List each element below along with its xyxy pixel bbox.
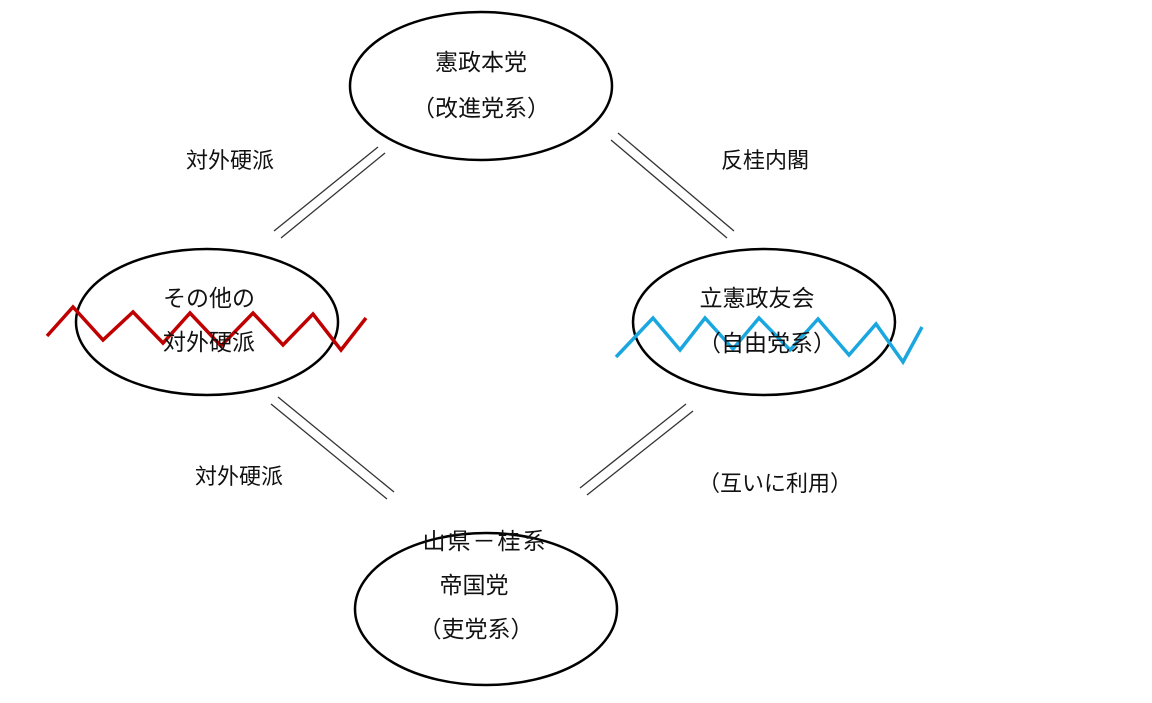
node-sonota-sublabel: 対外硬派 <box>163 330 255 356</box>
zigzag-red-strike <box>45 304 368 353</box>
edge-label-top-left: 対外硬派 <box>185 149 274 174</box>
node-kenseihonto-sublabel: （改進党系） <box>412 96 550 122</box>
zigzag-blue-strike <box>614 315 924 366</box>
node-seiyukai-label: 立憲政友会 <box>699 286 815 312</box>
node-yamagata-label: 山県－桂系 <box>422 529 548 555</box>
node-yamagata-sublabel: 帝国党 <box>439 573 509 599</box>
node-kenseihonto-label: 憲政本党 <box>435 50 527 76</box>
relation-line-top-left <box>273 146 386 239</box>
edge-label-top-right: 反桂内閣 <box>720 149 809 174</box>
node-seiyukai-ellipse <box>631 247 897 397</box>
edge-label-bottom-left: 対外硬派 <box>194 465 283 490</box>
node-sonota-ellipse <box>74 247 340 397</box>
relation-line-bottom-left <box>270 396 395 500</box>
edge-label-bottom-right: （互いに利用） <box>697 472 852 497</box>
relation-line-top-right <box>610 132 735 239</box>
node-yamagata-subsublabel: （吏党系） <box>418 617 534 643</box>
node-seiyukai-sublabel: （自由党系） <box>698 331 836 357</box>
node-yamagata-ellipse <box>353 531 619 687</box>
relation-line-bottom-right <box>579 403 694 496</box>
node-kenseihonto-ellipse <box>348 10 614 162</box>
node-sonota-label: その他の <box>163 286 255 312</box>
